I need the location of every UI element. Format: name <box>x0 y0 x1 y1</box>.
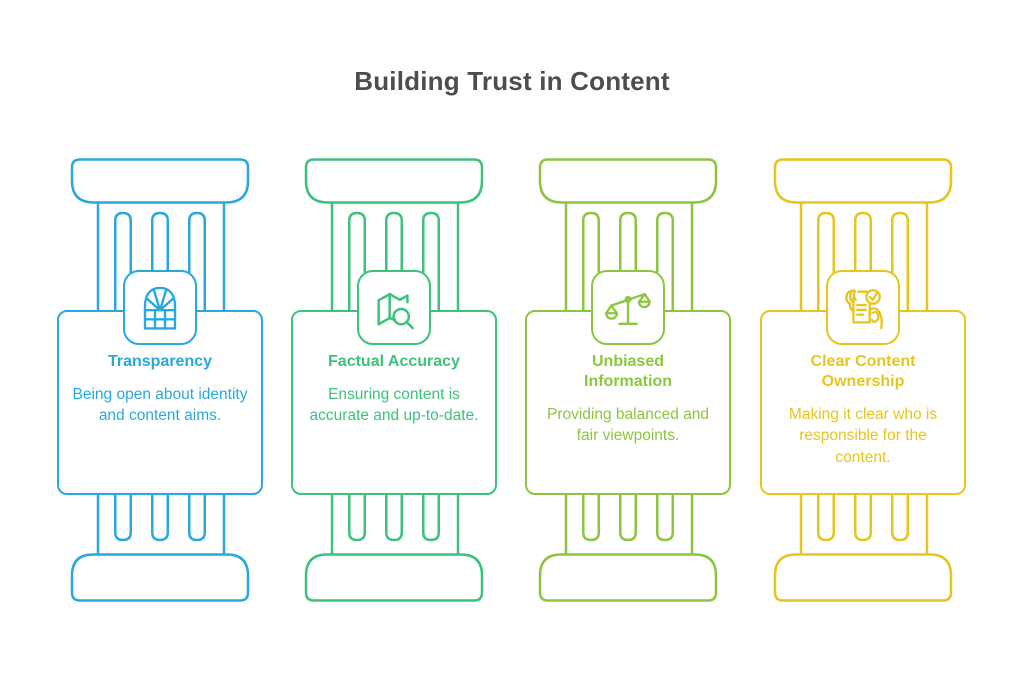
pillar-title: Clear Content Ownership <box>810 353 916 390</box>
icon-badge <box>357 270 431 345</box>
pillar-title: Factual Accuracy <box>328 353 460 370</box>
window-icon <box>143 286 177 330</box>
pillar-capital-graphic <box>304 158 484 310</box>
pillar-capital-graphic <box>538 158 718 310</box>
pillar-title: Unbiased Information <box>584 353 672 390</box>
pillar-capital-graphic <box>70 158 250 310</box>
pillar-description: Being open about identity and content ai… <box>72 386 248 425</box>
pillar-description: Ensuring content is accurate and up-to-d… <box>309 386 479 425</box>
pillar-unbiased-information: Unbiased Information Providing balanced … <box>525 157 731 603</box>
pillar-base-graphic <box>773 495 953 602</box>
balance-scale-icon <box>605 292 651 325</box>
document-ownership-icon <box>845 288 883 329</box>
pillar-factual-accuracy: Factual Accuracy Ensuring content is acc… <box>291 157 497 603</box>
map-search-icon <box>377 292 414 329</box>
pillar-card: Transparency Being open about identity a… <box>57 310 263 495</box>
icon-badge <box>591 270 665 345</box>
pillar-base-graphic <box>538 495 718 602</box>
pillar-capital-graphic <box>773 158 953 310</box>
pillar-description: Providing balanced and fair viewpoints. <box>546 406 709 445</box>
icon-badge <box>826 270 900 345</box>
pillar-base-graphic <box>70 495 250 602</box>
icon-badge <box>123 270 197 345</box>
pillar-title: Transparency <box>107 353 213 370</box>
pillar-transparency: Transparency Being open about identity a… <box>57 157 263 603</box>
pillar-base-graphic <box>304 495 484 602</box>
pillar-description: Making it clear who is responsible for t… <box>788 406 938 466</box>
pillar-clear-content-ownership: Clear Content Ownership Making it clear … <box>760 157 966 603</box>
pillar-card: Factual Accuracy Ensuring content is acc… <box>291 310 497 495</box>
pillar-card: Unbiased Information Providing balanced … <box>525 310 731 495</box>
page-title: Building Trust in Content <box>354 66 670 96</box>
